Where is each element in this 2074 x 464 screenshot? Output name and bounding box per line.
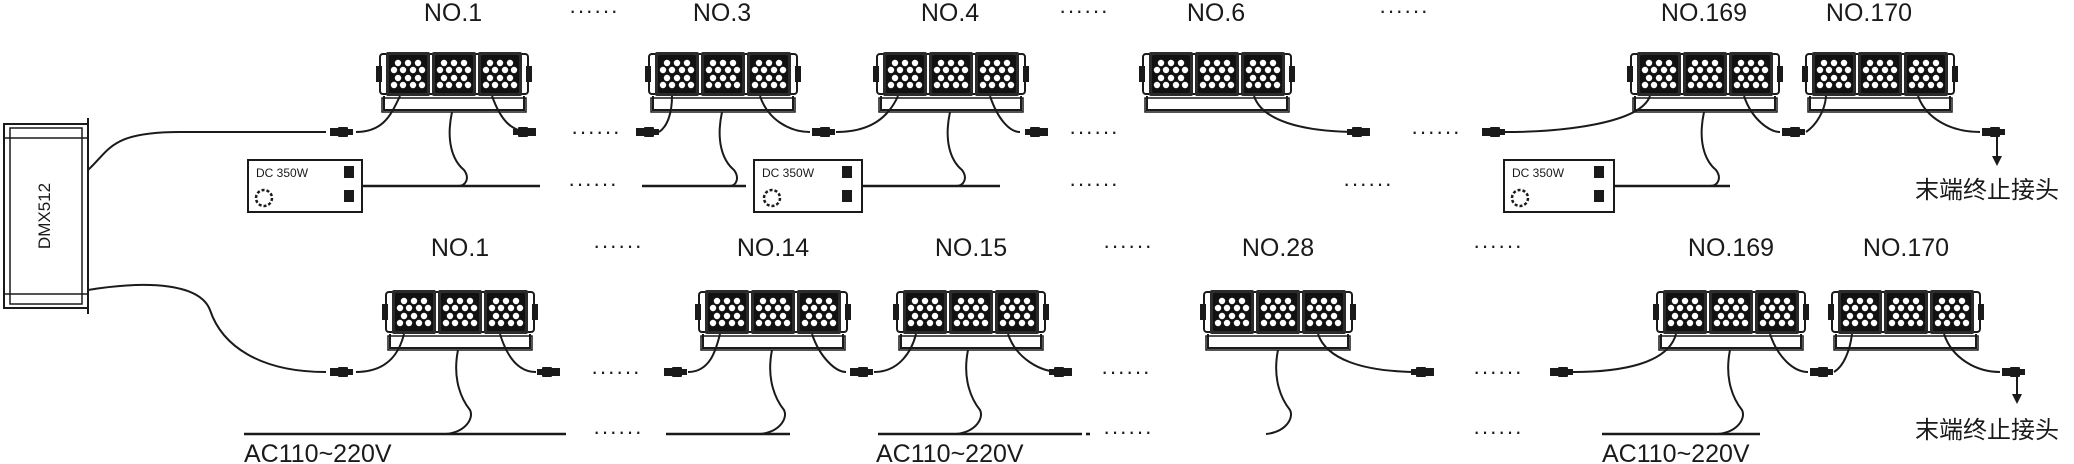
led-fixture xyxy=(382,290,538,350)
power-ellipsis: ······ xyxy=(1473,419,1523,444)
psu-rating: DC 350W xyxy=(762,166,815,180)
fixture-label: NO.1 xyxy=(424,0,482,27)
fixture-label: NO.1 xyxy=(431,234,489,262)
led-fixture xyxy=(645,52,801,112)
dmx512-controller: DMX512 xyxy=(3,118,89,314)
end-terminator-label: 末端终止接头 xyxy=(1915,416,2059,444)
fixture-label: NO.169 xyxy=(1661,0,1747,27)
label-ellipsis: ······ xyxy=(1473,233,1523,258)
row-1: NO.1 NO.3 NO.4 NO.6 NO.169 NO.170 ······… xyxy=(87,0,2059,213)
power-ellipsis: ······ xyxy=(1069,171,1119,196)
label-ellipsis: ······ xyxy=(1103,233,1153,258)
fixture-label: NO.169 xyxy=(1688,234,1774,262)
fixture-label: NO.170 xyxy=(1863,234,1949,262)
ac-voltage-label: AC110~220V xyxy=(876,440,1024,464)
fixture-label: NO.28 xyxy=(1242,234,1314,262)
fixture-label: NO.4 xyxy=(921,0,979,27)
ac-voltage-label: AC110~220V xyxy=(1602,440,1750,464)
led-fixture xyxy=(1139,52,1295,112)
label-ellipsis: ······ xyxy=(569,0,619,23)
power-ellipsis: ······ xyxy=(593,419,643,444)
fixture-label: NO.15 xyxy=(935,234,1007,262)
cable-ellipsis: ······ xyxy=(1411,119,1461,144)
led-fixture xyxy=(1627,52,1783,112)
dc-power-supply: DC 350W xyxy=(247,159,363,213)
fixture-label: NO.3 xyxy=(693,0,751,27)
power-ellipsis: ······ xyxy=(1343,171,1393,196)
label-ellipsis: ······ xyxy=(1379,0,1429,23)
led-fixture xyxy=(376,52,532,112)
cable-ellipsis: ······ xyxy=(571,119,621,144)
fixture-label: NO.14 xyxy=(737,234,809,262)
cable-ellipsis: ······ xyxy=(591,359,641,384)
led-fixture xyxy=(873,52,1029,112)
cable-ellipsis: ······ xyxy=(1101,359,1151,384)
dc-power-supply: DC 350W xyxy=(1503,159,1615,213)
led-fixture xyxy=(1653,290,1809,350)
psu-rating: DC 350W xyxy=(1512,166,1565,180)
fixture-label: NO.6 xyxy=(1187,0,1245,27)
power-ellipsis: ······ xyxy=(568,171,618,196)
end-terminator-label: 末端终止接头 xyxy=(1915,176,2059,204)
label-ellipsis: ······ xyxy=(1059,0,1109,23)
cable-ellipsis: ······ xyxy=(1473,359,1523,384)
controller-label: DMX512 xyxy=(35,183,54,249)
psu-rating: DC 350W xyxy=(256,166,309,180)
led-fixture xyxy=(893,290,1049,350)
label-ellipsis: ······ xyxy=(593,233,643,258)
power-ellipsis: ······ xyxy=(1103,419,1153,444)
dc-power-supply: DC 350W xyxy=(753,159,863,213)
led-fixture xyxy=(1200,290,1356,350)
fixture-label: NO.170 xyxy=(1826,0,1912,27)
ac-voltage-label: AC110~220V xyxy=(244,440,392,464)
cable-ellipsis: ······ xyxy=(1069,119,1119,144)
row-2: NO.1 NO.14 NO.15 NO.28 NO.169 NO.170 ···… xyxy=(87,233,2059,464)
